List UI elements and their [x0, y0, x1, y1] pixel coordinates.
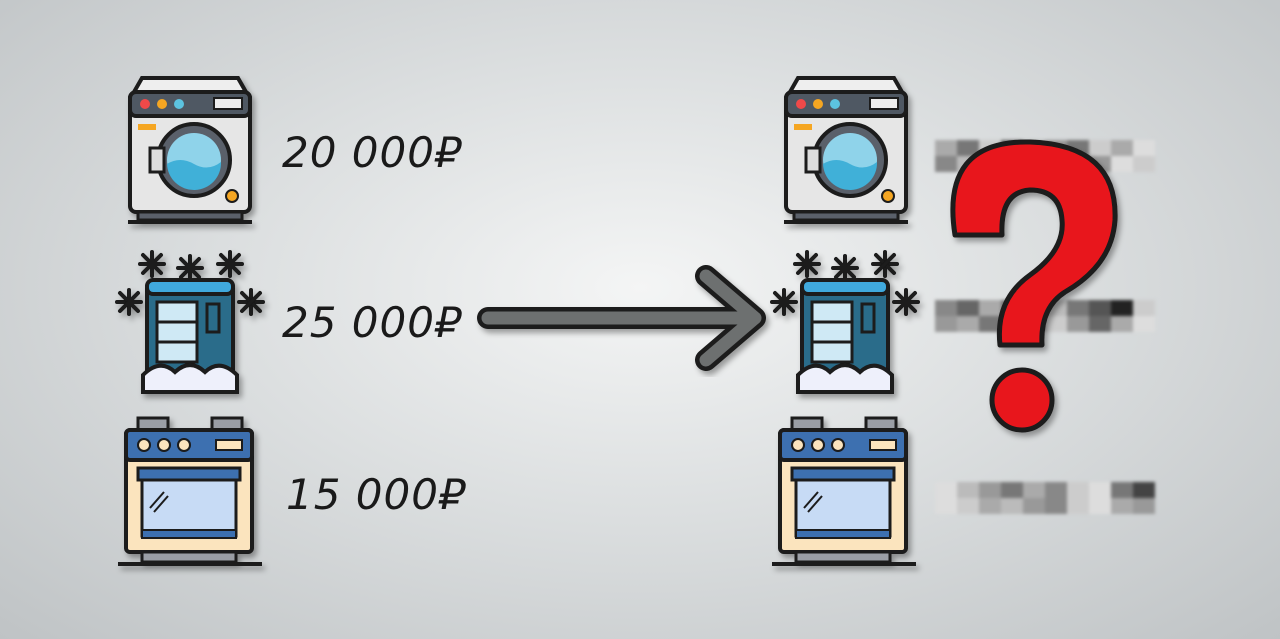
- price-washing-machine: 20 000₽: [282, 128, 463, 177]
- arrow-icon: [477, 265, 766, 371]
- price-oven: 15 000₽: [286, 470, 467, 519]
- price-freezer: 25 000₽: [282, 298, 463, 347]
- hidden-price-oven: [935, 482, 1155, 514]
